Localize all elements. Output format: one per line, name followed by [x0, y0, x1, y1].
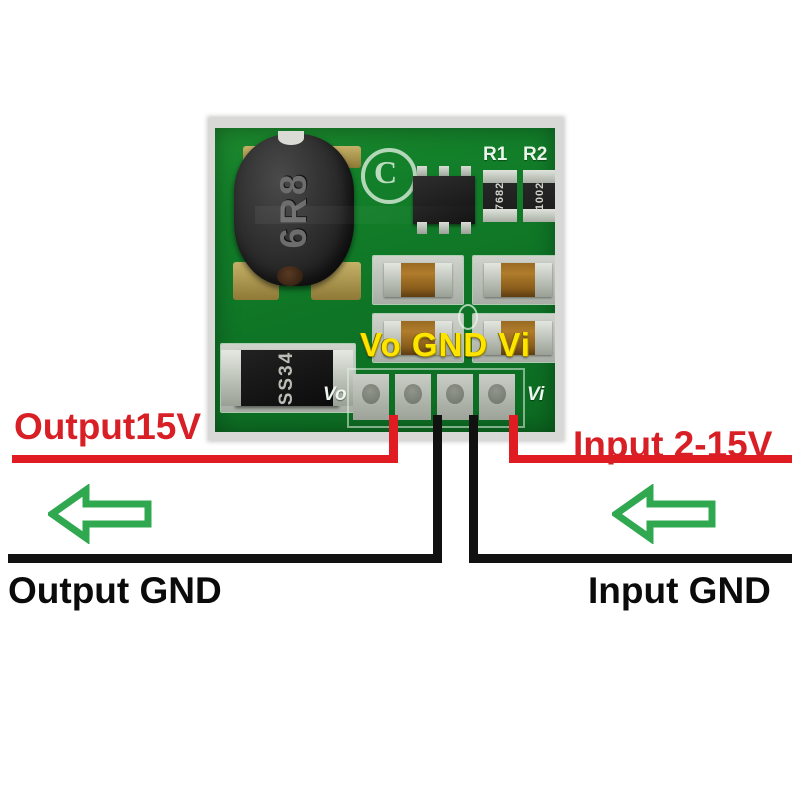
- resistor-r1: 7682: [483, 170, 517, 222]
- inductor-component: 6R8: [234, 131, 354, 286]
- connector-pad-vi-hole: [488, 384, 506, 404]
- connector-pad-gnd-in-hole: [446, 384, 464, 404]
- wire-black-input-gnd-horizontal: [469, 554, 792, 563]
- resistor-r2-code: 1002: [534, 181, 546, 211]
- wire-black-output-gnd-vertical: [433, 415, 442, 563]
- connector-pad-vo-hole: [362, 384, 380, 404]
- connector-pad-row: [347, 368, 525, 428]
- connector-pad-gnd-out-hole: [404, 384, 422, 404]
- capacitor-lower-right: [484, 321, 552, 355]
- capacitor-upper-right: [484, 263, 552, 297]
- resistor-r1-terminal-top: [483, 170, 517, 183]
- resistor-r2-terminal-top: [523, 170, 555, 183]
- capacitor-lower-left-term-l: [384, 321, 401, 355]
- ic-pin-1: [417, 166, 427, 178]
- ic-pin-5: [439, 222, 449, 234]
- pcb-board: 6R8 C R1 R2 7682 1002: [215, 128, 555, 432]
- capacitor-lower-left-term-r: [435, 321, 452, 355]
- left-flow-arrow-icon: [48, 484, 152, 544]
- capacitor-lower-right-term-l: [484, 321, 501, 355]
- capacitor-upper-left-term-r: [435, 263, 452, 297]
- capacitor-upper-left: [384, 263, 452, 297]
- connector-pad-gnd-in[interactable]: [437, 374, 473, 420]
- connector-pad-gnd-out[interactable]: [395, 374, 431, 420]
- output-ground-label: Output GND: [8, 570, 222, 611]
- ic-pin-3: [461, 166, 471, 178]
- right-flow-arrow-icon: [612, 484, 716, 544]
- resistor-r2: 1002: [523, 170, 555, 222]
- diode-marking-text: SS34: [276, 350, 297, 406]
- output-voltage-label: Output15V: [14, 406, 202, 447]
- capacitor-lower-right-term-r: [535, 321, 552, 355]
- wire-red-output-horizontal: [12, 455, 398, 463]
- copyright-logo-letter: C: [374, 154, 398, 190]
- inductor-marking-text: 6R8: [273, 171, 314, 249]
- copyright-logo-icon: C: [361, 148, 417, 204]
- connector-pad-vi[interactable]: [479, 374, 515, 420]
- resistor-label-r1: R1: [483, 144, 508, 165]
- wire-red-output-vertical: [389, 415, 398, 462]
- input-voltage-label: Input 2-15V: [573, 424, 773, 465]
- wire-black-output-gnd-horizontal: [8, 554, 442, 563]
- inductor-solder-blob: [277, 266, 303, 286]
- diode-terminal-left: [221, 350, 241, 406]
- ic-chip: [413, 176, 475, 224]
- resistor-r1-terminal-bottom: [483, 209, 517, 222]
- wire-red-input-vertical: [509, 415, 518, 462]
- resistor-r1-code: 7682: [494, 181, 506, 211]
- connector-pad-vo[interactable]: [353, 374, 389, 420]
- diode-component: SS34: [221, 350, 353, 406]
- capacitor-upper-left-term-l: [384, 263, 401, 297]
- ic-pin-2: [439, 166, 449, 178]
- wire-black-input-gnd-vertical: [469, 415, 478, 563]
- silkscreen-vi-label: Vi: [527, 384, 545, 405]
- silkscreen-oval-marker: [458, 304, 478, 330]
- wire-red-input-horizontal: [509, 455, 792, 463]
- inductor-notch: [278, 131, 304, 145]
- pin-function-overlay-label: Vo GND Vi: [360, 326, 531, 363]
- ic-pin-6: [461, 222, 471, 234]
- capacitor-upper-right-term-l: [484, 263, 501, 297]
- capacitor-lower-left: [384, 321, 452, 355]
- resistor-label-r2: R2: [523, 144, 548, 165]
- ic-pin-4: [417, 222, 427, 234]
- capacitor-upper-right-term-r: [535, 263, 552, 297]
- resistor-r2-terminal-bottom: [523, 209, 555, 222]
- input-ground-label: Input GND: [588, 570, 771, 611]
- silkscreen-vo-label: Vo: [323, 384, 347, 405]
